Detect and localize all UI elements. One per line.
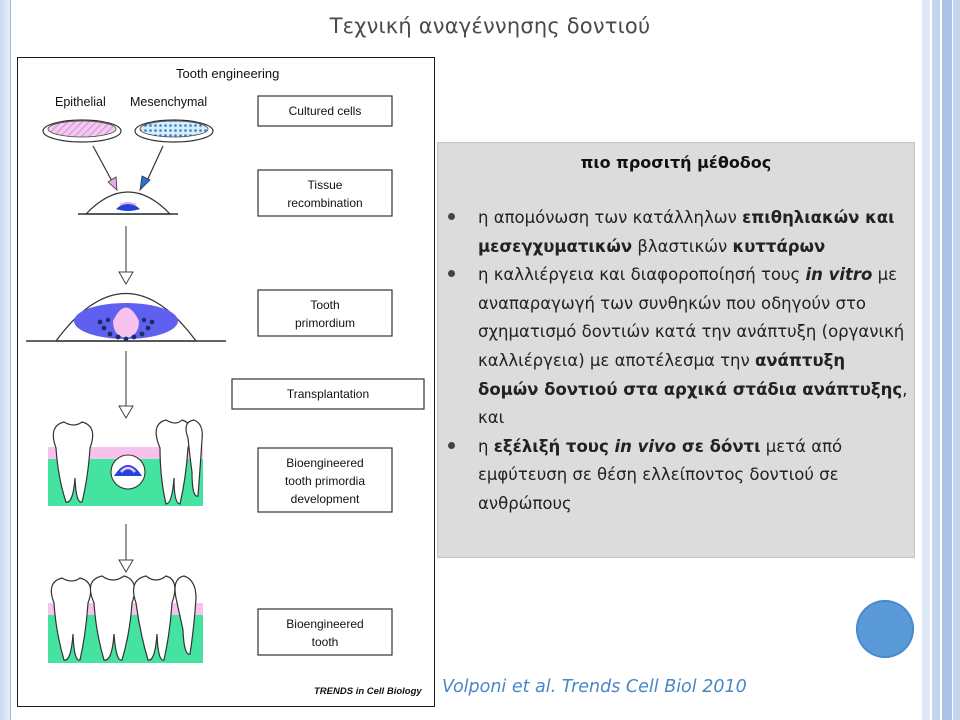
svg-text:Bioengineered: Bioengineered <box>286 456 363 470</box>
down-arrow-3 <box>118 524 134 573</box>
bullet-dot-icon <box>448 270 455 278</box>
step-box-transplantation: Transplantation <box>231 378 425 410</box>
svg-text:Cultured cells: Cultured cells <box>289 104 362 118</box>
epithelial-dish <box>42 119 122 143</box>
method-bullet-list: η απομόνωση των κατάλληλων επιθηλιακών κ… <box>448 204 910 519</box>
svg-text:tooth primordia: tooth primordia <box>285 474 365 488</box>
tissue-recombination-drop <box>78 191 178 215</box>
method-bullet: η απομόνωση των κατάλληλων επιθηλιακών κ… <box>448 204 910 261</box>
panel-heading: πιο προσιτή μέθοδος <box>580 153 772 172</box>
tooth-engineering-figure: Tooth engineering Epithelial Mesenchymal <box>17 57 435 707</box>
step-box-bioengineered-tooth: Bioengineered tooth <box>257 608 393 656</box>
down-arrow-2 <box>118 351 134 419</box>
step-box-tooth-primordium: Tooth primordium <box>257 289 393 337</box>
svg-text:Tooth: Tooth <box>310 298 339 312</box>
svg-text:development: development <box>291 492 360 506</box>
bullet-text-segment: επιθηλιακών και μεσεγχυματικών <box>478 208 895 256</box>
bullet-text-segment: κυττάρων <box>732 236 826 256</box>
bullet-text-segment: με αναπαραγωγή των συνθηκών που οδηγούν … <box>478 265 905 370</box>
svg-text:recombination: recombination <box>287 196 362 210</box>
figure-credit: TRENDS in Cell Biology <box>314 686 422 697</box>
citation: Volponi et al. Trends Cell Biol 2010 <box>442 677 747 697</box>
figure-title: Tooth engineering <box>176 66 279 81</box>
svg-text:Tissue: Tissue <box>308 178 343 192</box>
method-text-panel: πιο προσιτή μέθοδος η απομόνωση των κατά… <box>437 142 915 558</box>
bullet-dot-icon <box>448 441 455 449</box>
method-bullet: η καλλιέργεια και διαφοροποίησή τους in … <box>448 261 910 433</box>
mesenchymal-label: Mesenchymal <box>130 95 207 109</box>
bullet-text-segment: εξέλιξή τους <box>493 436 615 456</box>
step-box-tissue-recombination: Tissue recombination <box>257 169 393 217</box>
bullet-text-segment: , και <box>478 379 908 428</box>
bullet-text-segment: in vivo <box>614 436 677 456</box>
slide-left-border <box>0 0 11 720</box>
decorative-circle <box>856 600 914 658</box>
bullet-text-segment: η <box>478 436 494 456</box>
bullet-text-segment: η καλλιέργεια και διαφοροποίησή τους <box>478 265 806 285</box>
step-box-primordia-development: Bioengineered tooth primordia developmen… <box>257 447 393 513</box>
bullet-text-segment: μετά από εμφύτευση σε θέση ελλείποντος δ… <box>478 436 843 513</box>
down-arrow-1 <box>118 226 134 285</box>
svg-text:tooth: tooth <box>312 635 339 649</box>
svg-text:primordium: primordium <box>295 316 355 330</box>
jaw-with-primordium <box>48 419 203 506</box>
epithelial-arrow <box>92 145 118 191</box>
method-bullet: η εξέλιξή τους in vivo σε δόντι μετά από… <box>448 433 910 519</box>
step-box-cultured-cells: Cultured cells <box>257 95 393 127</box>
tooth-primordium-drop <box>26 293 226 342</box>
slide-right-border <box>922 0 960 720</box>
bullet-text-segment: η απομόνωση των κατάλληλων <box>478 208 743 227</box>
mesenchymal-arrow <box>139 145 164 192</box>
jaw-with-bioengineered-tooth <box>48 575 203 663</box>
slide-title: Τεχνική αναγέννησης δοντιού <box>329 14 651 38</box>
bullet-text-segment: σε δόντι <box>676 436 761 456</box>
bullet-dot-icon <box>448 213 455 220</box>
tooth-engineering-diagram: Tooth engineering Epithelial Mesenchymal <box>26 66 425 697</box>
epithelial-label: Epithelial <box>55 95 106 109</box>
svg-text:Transplantation: Transplantation <box>287 387 369 401</box>
bullet-text-segment: ανάπτυξη δομών δοντιού στα αρχικά στάδια… <box>478 350 903 399</box>
mesenchymal-dish <box>134 119 214 143</box>
bullet-text-segment: in vitro <box>805 265 873 285</box>
bullet-text-segment: βλαστικών <box>632 236 733 256</box>
svg-text:Bioengineered: Bioengineered <box>286 617 363 631</box>
